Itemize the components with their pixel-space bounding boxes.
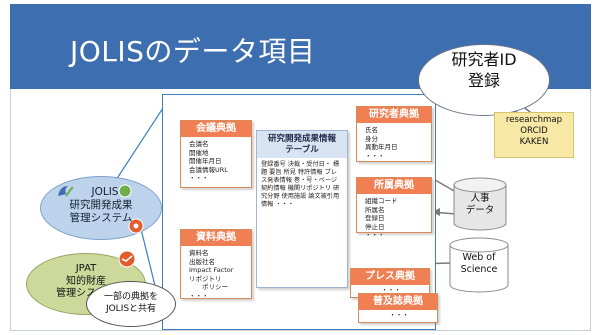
field-item: ・・・ [381, 286, 401, 294]
jpat-system-line: JPAT [75, 263, 97, 274]
hr-database-line: データ [465, 205, 495, 216]
wos-database-icon [449, 237, 509, 293]
press-authority-title: プレス典拠 [351, 269, 429, 285]
wos-database-line: Science [460, 264, 498, 275]
hr-database-line: 人事 [470, 193, 490, 204]
central-table-title: 研究開発成果情報 テーブル [257, 131, 347, 158]
slide-title: JOLISのデータ項目 [70, 35, 316, 68]
table-field: 登録番号 [261, 161, 286, 168]
jolis-badge-icon [118, 184, 132, 198]
shared-authority-label: 一部の典拠を JOLISと共有 [86, 291, 176, 315]
jolis-system-line: 管理システム [69, 212, 133, 224]
external-id-item: ORCID [520, 126, 548, 136]
field-item: 登録日 [365, 214, 385, 223]
jpat-system-line: 知的財産 [66, 275, 106, 287]
hr-database-icon [453, 177, 507, 231]
wos-database-label: Web of Science [448, 252, 510, 276]
affiliation-authority-box: 所属典拠 組織コード 所属名 登録日 停止日 ・・・ [356, 177, 432, 239]
hr-database-label: 人事 データ [452, 193, 508, 217]
jpat-system-label: JPAT 知的財産 管理システム [26, 263, 146, 301]
table-field: ・・・ [275, 201, 294, 209]
conference-authority-box: 会議典拠 会議名 開催地 開催年月日 会議情報URL ・・・ [180, 120, 252, 188]
affiliation-authority-title: 所属典拠 [357, 178, 431, 194]
bubble-line: 研究者ID [451, 50, 517, 69]
field-item: 開催年月日 [189, 157, 222, 166]
wos-database-line: Web of [462, 252, 496, 263]
researcher-authority-box: 研究者典拠 氏名 身分 異動年月日 ・・・ [356, 106, 432, 162]
table-field: 決裁・受付日・ [287, 161, 332, 168]
jpat-handshake-icon [118, 250, 136, 268]
field-item: Impact Factor [189, 266, 234, 275]
table-field: 標題 [261, 161, 340, 177]
table-field: プレス発表情報 [261, 169, 337, 185]
table-field: 特許情報 [297, 169, 323, 177]
table-field: 使用施設 [281, 193, 307, 201]
researcher-authority-title: 研究者典拠 [357, 107, 431, 123]
shared-authority-line: 一部の典拠を [103, 292, 158, 302]
field-item: 身分 [365, 134, 378, 143]
external-id-item: researchmap [505, 115, 563, 125]
conference-authority-title: 会議典拠 [181, 121, 251, 137]
field-item: 出版社名 [189, 257, 215, 266]
researcher-id-bubble-text: 研究者ID 登録 [418, 49, 550, 91]
field-item: 会議名 [189, 140, 209, 148]
researcher-id-bubble [418, 44, 550, 116]
table-field: 要旨 [269, 169, 282, 177]
field-item: 停止日 [365, 222, 385, 231]
field-item: リポジトリ [189, 274, 222, 283]
outreach-authority-title: 普及誌典拠 [359, 294, 437, 310]
panel-link-top [115, 107, 164, 181]
shared-authority-line: JOLISと共有 [105, 304, 157, 314]
external-id-note: researchmap ORCID KAKEN [494, 112, 574, 158]
jpat-system-line: 管理システム [56, 288, 116, 299]
central-table: 研究開発成果情報 テーブル 登録番号 決裁・受付日・ 標題 要旨 所見 特許情報… [256, 130, 348, 288]
table-field: 論文被引用情報 [261, 193, 340, 209]
field-item: 資料名 [189, 249, 209, 257]
field-item: 氏名 [365, 126, 378, 134]
field-item: 異動年月日 [365, 143, 398, 152]
material-authority-title: 資料典拠 [181, 230, 251, 246]
jolis-system-line: 研究開発成果 [69, 199, 133, 211]
table-field: 所見 [283, 169, 296, 177]
field-item: 会議情報URL [189, 165, 228, 174]
central-table-title-line: 研究開発成果情報 [267, 134, 336, 144]
jolis-gear-icon [128, 218, 144, 234]
field-item: ・・・ [389, 311, 409, 319]
table-field: 研究分野 [261, 185, 340, 201]
outreach-authority-box: 普及誌典拠 ・・・ [358, 293, 438, 323]
table-field: 契約情報 [261, 185, 286, 193]
field-item: ・・・ [189, 291, 209, 300]
external-id-item: KAKEN [519, 137, 549, 147]
shared-authority-bubble [86, 281, 176, 327]
material-authority-box: 資料典拠 資料名 出版社名 Impact Factor リポジトリ ポリシー ・… [180, 229, 252, 300]
jolis-logo-icon [58, 186, 74, 197]
table-field: 機関リポジトリ [287, 185, 332, 193]
central-table-title-line: テーブル [285, 145, 319, 155]
table-field: 巻・号・ページ [293, 177, 338, 185]
field-item: 所属名 [365, 205, 385, 214]
bubble-line: 登録 [467, 71, 500, 90]
field-item: ・・・ [189, 174, 209, 183]
field-item: 開催地 [189, 148, 209, 157]
field-item: ポリシー [189, 283, 228, 292]
jolis-system-label: JOLIS 研究開発成果 管理システム [40, 186, 162, 225]
field-item: ・・・ [365, 231, 385, 240]
field-item: 組織コード [365, 197, 398, 205]
field-item: ・・・ [365, 151, 385, 160]
jolis-system-line: JOLIS [91, 186, 119, 198]
